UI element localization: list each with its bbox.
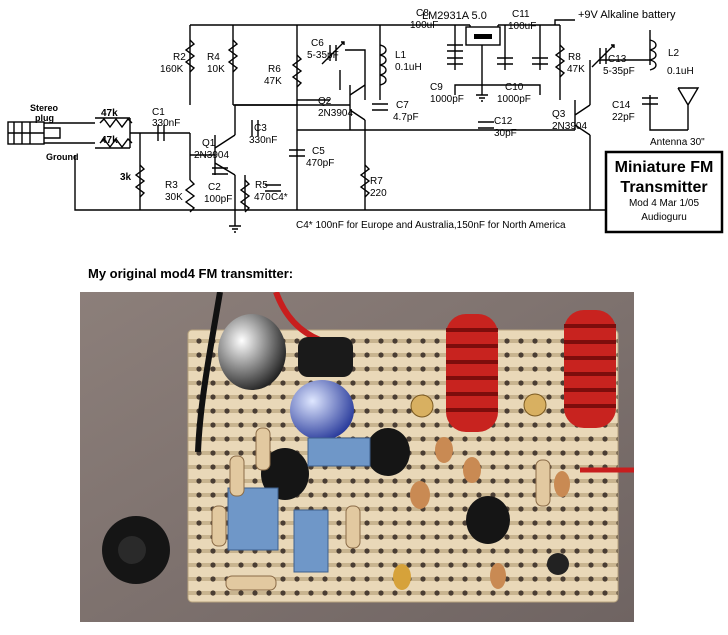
label-c10: C10: [505, 82, 524, 93]
label-r5: R5: [255, 180, 268, 191]
capacitor-blue: [290, 380, 354, 440]
label-c6: C6: [311, 38, 324, 49]
label-c9: C9: [430, 82, 443, 93]
value-c1: 330nF: [152, 118, 180, 129]
resistors: [211, 427, 551, 591]
label-c3: C3: [254, 123, 267, 134]
value-r2: 160K: [160, 64, 184, 75]
label-c14: C14: [612, 100, 631, 111]
transistor-q3: [466, 496, 510, 544]
label-c11: C11: [512, 9, 530, 20]
antenna-label: Antenna 30": [650, 137, 705, 148]
label-r7: R7: [370, 176, 383, 187]
film-capacitor-3: [307, 437, 371, 467]
value-c2: 100pF: [204, 194, 232, 205]
value-c5: 470pF: [306, 158, 334, 169]
transmitter-photo: [80, 292, 634, 622]
value-r3: 30K: [165, 192, 183, 203]
label-q2: Q2: [318, 96, 332, 107]
label-l1: L1: [395, 50, 407, 61]
battery-label: +9V Alkaline battery: [578, 9, 676, 21]
ground-label: Ground: [46, 152, 79, 162]
value-r6: 47K: [264, 76, 282, 87]
mix-resistor-label: 3k: [120, 172, 132, 183]
label-c1: C1: [152, 107, 165, 118]
value-c11: 100uF: [508, 21, 536, 32]
value-c14: 22pF: [612, 112, 635, 123]
value-c13: 5-35pF: [603, 66, 635, 77]
label-r6: R6: [268, 64, 281, 75]
coil-right: [564, 310, 616, 428]
ceramic-capacitor: [410, 481, 430, 509]
stereo-plug-label: plug: [35, 113, 54, 123]
label-c12: C12: [494, 116, 513, 127]
ground-symbols: [229, 94, 488, 233]
schematic-capacitors: [157, 41, 658, 192]
label-c5: C5: [312, 146, 325, 157]
label-r3: R3: [165, 180, 178, 191]
title-line-1: Miniature FM: [615, 159, 714, 176]
title-subtitle: Mod 4 Mar 1/05: [629, 198, 699, 209]
regulator: [298, 337, 353, 377]
ceramic-capacitor: [435, 437, 453, 463]
value-l2: 0.1uH: [667, 66, 694, 77]
value-c6: 5-35pF: [307, 50, 339, 61]
label-r8: R8: [568, 52, 581, 63]
label-c2: C2: [208, 182, 221, 193]
trimmer-left: [410, 394, 434, 418]
value-l1: 0.1uH: [395, 62, 422, 73]
transistor-q2: [366, 428, 410, 476]
schematic-inductors: [379, 39, 657, 86]
title-box: [604, 150, 724, 234]
schematic-resistors: [99, 39, 566, 213]
stereo-plug-label: Stereo: [30, 103, 59, 113]
value-c10: 1000pF: [497, 94, 531, 105]
component-note: C4* 100nF for Europe and Australia,150nF…: [296, 220, 566, 231]
value-r7: 220: [370, 188, 387, 199]
value-c8: 100uF: [410, 20, 438, 31]
input-resistor-label: 47k: [101, 135, 118, 146]
label-q3: Q3: [552, 109, 566, 120]
value-q3: 2N3904: [552, 121, 587, 132]
coil-left: [446, 314, 498, 432]
value-c12: 30pF: [494, 128, 517, 139]
value-q2: 2N3904: [318, 108, 353, 119]
label-c7: C7: [396, 100, 409, 111]
capacitor-black: [218, 314, 286, 390]
input-resistor-label: 47k: [101, 108, 118, 119]
regulator-label: LM2931A 5.0: [422, 10, 487, 22]
label-l2: L2: [668, 48, 680, 59]
label-r2: R2: [173, 52, 186, 63]
trimmer-right: [523, 393, 547, 417]
value-r5: 470: [254, 192, 271, 203]
ceramic-capacitor: [463, 457, 481, 483]
ceramic-capacitor: [490, 563, 506, 589]
title-line-2: Transmitter: [620, 179, 707, 196]
label-c13: C13: [608, 54, 627, 65]
ceramic-capacitor: [393, 564, 411, 590]
schematic-wires: [42, 19, 688, 211]
value-c4: C4*: [271, 192, 288, 203]
black-wire: [195, 292, 223, 453]
value-c9: 1000pF: [430, 94, 464, 105]
label-q1: Q1: [202, 138, 216, 149]
value-c7: 4.7pF: [393, 112, 419, 123]
value-r4: 10K: [207, 64, 225, 75]
ceramic-capacitor: [554, 471, 570, 497]
photo-caption: My original mod4 FM transmitter:: [88, 266, 294, 281]
film-capacitor-1: [227, 487, 279, 551]
stereo-plug-symbol: [7, 121, 61, 145]
antenna-symbol: [677, 87, 700, 130]
film-capacitor-2: [293, 509, 329, 573]
value-r8: 47K: [567, 64, 585, 75]
label-c8: C8: [416, 8, 429, 19]
transistor-q1: [261, 448, 309, 500]
value-c3: 330nF: [249, 135, 277, 146]
value-q1: 2N3904: [194, 150, 229, 161]
label-r4: R4: [207, 52, 220, 63]
title-author: Audioguru: [641, 212, 687, 223]
